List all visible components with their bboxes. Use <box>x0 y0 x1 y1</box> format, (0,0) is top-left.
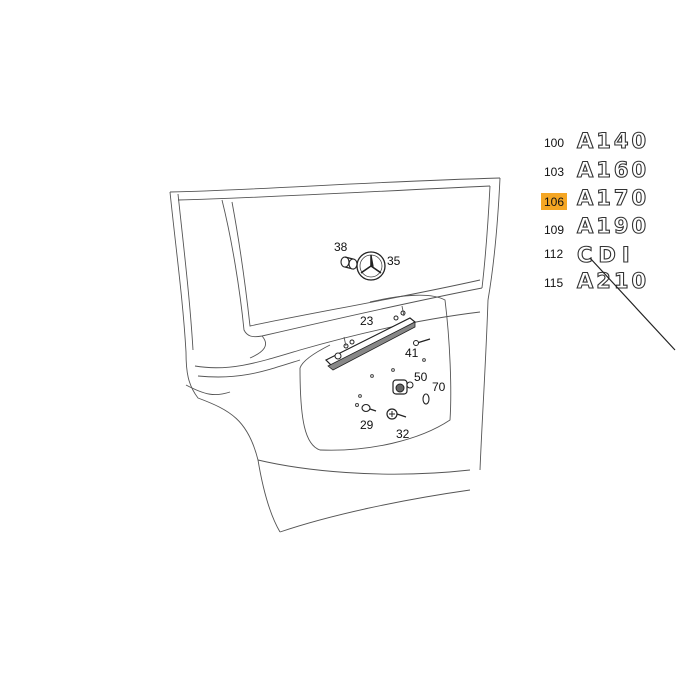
callout-41: 41 <box>405 346 419 360</box>
handle-bar-part <box>324 305 417 371</box>
badge-number-115: 115 <box>544 276 563 290</box>
callout-35: 35 <box>387 254 401 268</box>
star-emblem-part <box>356 251 386 281</box>
badge-number-100: 100 <box>544 136 564 150</box>
emblem-cdi: CDI <box>577 243 636 267</box>
pin-part <box>413 338 431 346</box>
callout-50: 50 <box>414 370 428 384</box>
badge-number-112: 112 <box>544 247 563 261</box>
badge-number-106: 106 <box>544 195 564 209</box>
bushing-part <box>340 256 358 270</box>
emblem-a140: A140 <box>577 129 649 153</box>
callout-labels: 38 35 23 41 50 70 29 32 <box>334 240 446 441</box>
emblem-a170: A170 <box>577 186 649 210</box>
badge-number-109: 109 <box>544 223 564 237</box>
callout-32: 32 <box>396 427 410 441</box>
emblem-a210: A210 <box>577 269 649 293</box>
screw-32-part <box>386 408 407 420</box>
seal-ring-part <box>422 393 430 405</box>
emblem-a160: A160 <box>577 158 649 182</box>
emblem-a190: A190 <box>577 214 649 238</box>
lock-cylinder-part <box>392 379 414 395</box>
callout-23: 23 <box>360 314 374 328</box>
leader-line <box>589 257 676 351</box>
mounting-points <box>358 358 426 398</box>
badge-number-103: 103 <box>544 165 564 179</box>
callout-38: 38 <box>334 240 348 254</box>
badge-list: 100 A140 103 A160 106 A170 109 A190 112 … <box>541 128 676 351</box>
screw-29-part <box>355 403 377 413</box>
callout-29: 29 <box>360 418 374 432</box>
tailgate-outline <box>169 177 501 533</box>
callout-70: 70 <box>432 380 446 394</box>
highlight-marker <box>541 193 567 210</box>
